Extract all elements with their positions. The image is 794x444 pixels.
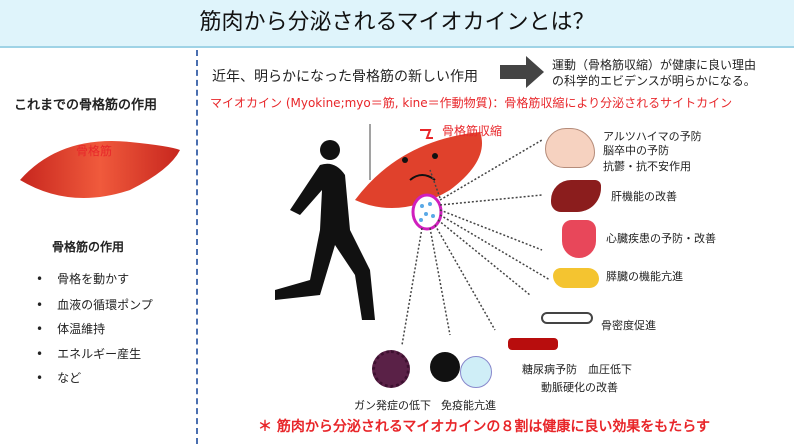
effect-vessel-1: 糖尿病予防 血圧低下 — [522, 363, 632, 376]
muscle-label: 骨格筋 — [76, 144, 113, 158]
effect-cancer: ガン発症の低下 — [354, 399, 431, 412]
brain-icon — [545, 128, 595, 168]
effect-brain-3: 抗鬱・抗不安作用 — [603, 160, 691, 173]
cancer-cell-icon — [372, 350, 410, 388]
effect-heart: 心臓疾患の予防・改善 — [606, 232, 716, 245]
effect-bone: 骨密度促進 — [601, 319, 656, 332]
intro-text: 近年、明らかになった骨格筋の新しい作用 — [212, 69, 478, 85]
divider — [196, 50, 198, 444]
page-title: 筋肉から分泌されるマイオカインとは？ — [0, 0, 794, 48]
effect-brain-1: アルツハイマの予防 — [603, 130, 702, 143]
effect-liver: 肝機能の改善 — [611, 190, 677, 203]
myokine-definition: マイオカイン (Myokine;myo＝筋, kine＝作動物質)：骨格筋収縮に… — [210, 96, 733, 110]
conclusion: ＊ 筋肉から分泌されるマイオカインの８割は健康に良い効果をもたらす — [258, 419, 711, 435]
anger-icon — [420, 129, 433, 139]
blood-vessel-icon — [508, 338, 558, 350]
muscle-image — [20, 141, 180, 198]
heart-icon — [562, 220, 596, 258]
contraction-label: 骨格筋収縮 — [442, 124, 503, 138]
left-item: など — [36, 369, 81, 386]
myokine-cell — [411, 193, 443, 231]
effect-pancreas: 膵臓の機能亢進 — [606, 270, 683, 283]
left-item: 血液の循環ポンプ — [36, 296, 153, 313]
pancreas-icon — [553, 268, 599, 288]
liver-icon — [551, 180, 601, 212]
bone-icon — [541, 312, 593, 324]
left-item: エネルギー産生 — [36, 345, 141, 362]
germ-icon — [430, 352, 460, 382]
arrow-right-icon — [500, 56, 544, 88]
runner-silhouette — [275, 140, 375, 320]
immune-cell-icon — [460, 356, 492, 388]
left-heading: これまでの骨格筋の作用 — [14, 98, 158, 113]
result-line-2: の科学的エビデンスが明らかになる。 — [552, 74, 756, 88]
left-item: 骨格を動かす — [36, 270, 129, 287]
effect-brain-2: 脳卒中の予防 — [603, 144, 669, 157]
left-item: 体温維持 — [36, 320, 105, 337]
left-subheading: 骨格筋の作用 — [52, 240, 125, 254]
effect-immune: 免疫能亢進 — [441, 399, 496, 412]
diagram — [275, 124, 550, 346]
effect-vessel-2: 動脈硬化の改善 — [541, 381, 618, 394]
result-line-1: 運動（骨格筋収縮）が健康に良い理由 — [552, 58, 757, 72]
